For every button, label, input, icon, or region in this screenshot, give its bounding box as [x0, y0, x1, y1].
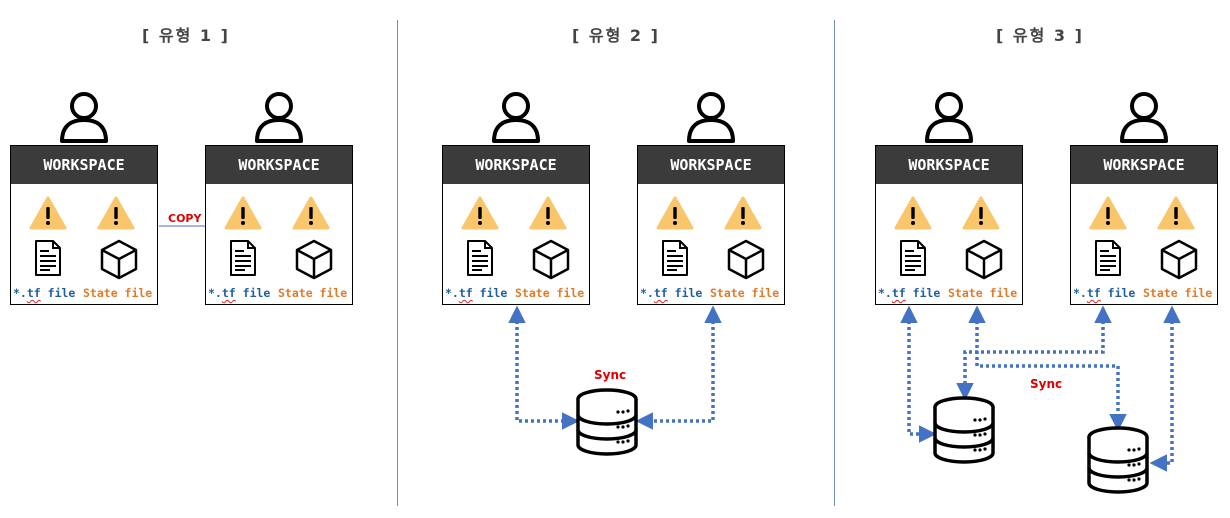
warning-icon [529, 196, 567, 234]
workspace-header: WORKSPACE [443, 146, 589, 184]
workspace-header: WORKSPACE [638, 146, 784, 184]
warning-icon [1157, 196, 1195, 234]
state-file-label: State file [515, 286, 585, 300]
section-title-type2: [ 유형 2 ] [572, 26, 660, 45]
section-title-type1: [ 유형 1 ] [142, 26, 230, 45]
warning-icon [724, 196, 762, 234]
document-icon [1093, 239, 1123, 281]
cube-icon [531, 238, 571, 284]
warning-icon [224, 196, 262, 234]
document-icon [228, 239, 258, 281]
workspace-box: WORKSPACE *.tf file State file [1070, 145, 1218, 305]
sync-arrow-right [635, 305, 722, 430]
warning-icon [962, 196, 1000, 234]
person-icon [685, 91, 737, 147]
document-icon [465, 239, 495, 281]
state-file-label: State file [1143, 286, 1213, 300]
tf-file-label: *.tf file [640, 286, 703, 300]
workspace-box: WORKSPACE *.tf file State file [205, 145, 353, 305]
cube-icon [1159, 238, 1199, 284]
workspace-header: WORKSPACE [206, 146, 352, 184]
person-icon [1118, 91, 1170, 147]
tf-file-label: *.tf file [445, 286, 508, 300]
sync-arrow-state-right [1149, 305, 1181, 472]
tf-file-label: *.tf file [13, 286, 76, 300]
warning-icon [894, 196, 932, 234]
warning-icon [461, 196, 499, 234]
state-file-label: State file [278, 286, 348, 300]
sync-arrow-tf-left [900, 305, 937, 443]
tf-file-label: *.tf file [208, 286, 271, 300]
cube-icon [964, 238, 1004, 284]
cube-icon [726, 238, 766, 284]
document-icon [898, 239, 928, 281]
sync-label: Sync [1030, 377, 1063, 391]
sync-arrow-state-left [968, 305, 1127, 432]
database-icon [576, 388, 638, 456]
person-icon [253, 91, 305, 147]
section-title-type3: [ 유형 3 ] [996, 26, 1084, 45]
database-icon [933, 396, 995, 464]
cube-icon [294, 238, 334, 284]
section-divider [834, 20, 835, 506]
workspace-header: WORKSPACE [876, 146, 1022, 184]
workspace-header: WORKSPACE [1071, 146, 1217, 184]
tf-file-label: *.tf file [878, 286, 941, 300]
tf-file-label: *.tf file [1073, 286, 1136, 300]
database-icon [1087, 426, 1149, 494]
warning-icon [97, 196, 135, 234]
warning-icon [292, 196, 330, 234]
warning-icon [1089, 196, 1127, 234]
warning-icon [656, 196, 694, 234]
state-file-label: State file [948, 286, 1018, 300]
person-icon [58, 91, 110, 147]
section-divider [397, 20, 398, 506]
sync-label: Sync [594, 368, 627, 382]
document-icon [33, 239, 63, 281]
state-file-label: State file [83, 286, 153, 300]
state-file-label: State file [710, 286, 780, 300]
workspace-header: WORKSPACE [11, 146, 157, 184]
workspace-box: WORKSPACE *.tf file State file [875, 145, 1023, 305]
person-icon [923, 91, 975, 147]
sync-arrow-left [508, 305, 580, 430]
cube-icon [99, 238, 139, 284]
workspace-box: WORKSPACE *.tf file State file [442, 145, 590, 305]
copy-label: COPY [168, 212, 202, 225]
document-icon [660, 239, 690, 281]
person-icon [490, 91, 542, 147]
warning-icon [29, 196, 67, 234]
workspace-box: WORKSPACE *.tf file State file [637, 145, 785, 305]
workspace-box: WORKSPACE *.tf file State file [10, 145, 158, 305]
